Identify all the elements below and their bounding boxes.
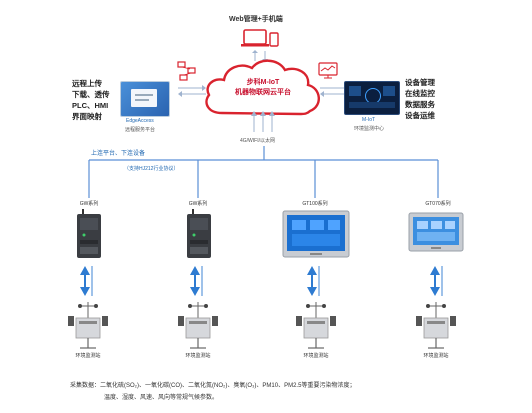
network-nodes-icon <box>177 61 196 81</box>
station-label-3: 环境监测站 <box>303 353 329 359</box>
upload-label: 上连平台、下连设备 <box>91 151 146 157</box>
left-feature-item: 远程上传 <box>72 79 102 88</box>
top-title: Web管理+手机端 <box>229 16 283 23</box>
miot-screenshot <box>344 81 400 115</box>
protocol-label: （支持HJ212行业协议） <box>124 166 179 172</box>
gw-gateway-image <box>187 209 211 258</box>
footer-line2: 温度、湿度、风速、风向等常规气候参数。 <box>104 395 219 401</box>
device-label-2: GW系列 <box>188 201 208 207</box>
right-feature-item: 在线监控 <box>405 89 435 98</box>
uplink-arrows <box>251 111 275 132</box>
device-label-1: GW系列 <box>79 201 99 207</box>
laptop-phone-icon <box>241 29 279 47</box>
network-label: 4G/WIFI/以太网 <box>240 138 276 144</box>
right-feature-item: 设备运维 <box>405 111 435 120</box>
left-feature-list: 远程上传 下载、透传 PLC、HMI 界面映射 <box>72 78 110 122</box>
station-label-2: 环境监测站 <box>185 353 211 359</box>
bus-lines <box>88 146 439 198</box>
right-feature-list: 设备管理 在线监控 数据服务 设备运维 <box>405 77 435 121</box>
gt100-hmi-image <box>282 210 350 258</box>
station-label-4: 环境监测站 <box>423 353 449 359</box>
left-cloud-connector <box>178 85 206 97</box>
gt070-hmi-image <box>408 212 464 252</box>
left-feature-item: 下载、透传 <box>72 90 110 99</box>
left-feature-item: PLC、HMI <box>72 101 109 110</box>
monitoring-station-image <box>296 302 336 349</box>
right-feature-item: 设备管理 <box>405 78 435 87</box>
footer-line1: 采集数据：二氧化硫(SO₂)、一氧化碳(CO)、二氧化氮(NO₂)、臭氧(O₃)… <box>70 383 356 389</box>
edgeaccess-subtitle: 远程服务平台 <box>125 127 156 133</box>
monitor-dashboard-icon <box>318 62 338 79</box>
edgeaccess-screenshot <box>120 81 170 117</box>
station-label-1: 环境监测站 <box>75 353 101 359</box>
gw-gateway-image <box>77 209 101 258</box>
monitoring-station-image <box>68 302 108 349</box>
cloud-line1: 步科M-IoT <box>246 79 280 86</box>
miot-title: M-IoT <box>362 117 376 123</box>
edgeaccess-title: EdgeAccess <box>126 118 154 124</box>
cloud-shape <box>205 59 320 116</box>
miot-subtitle: 环境监测中心 <box>354 126 385 132</box>
device-station-arrows <box>80 266 443 296</box>
cloud-line2: 机器物联网云平台 <box>235 89 291 96</box>
monitoring-station-image <box>178 302 218 349</box>
device-label-4: GT070系列 <box>425 201 451 207</box>
right-feature-item: 数据服务 <box>405 100 435 109</box>
monitoring-station-image <box>416 302 456 349</box>
device-label-3: GT100系列 <box>302 201 328 207</box>
left-feature-item: 界面映射 <box>72 112 102 121</box>
